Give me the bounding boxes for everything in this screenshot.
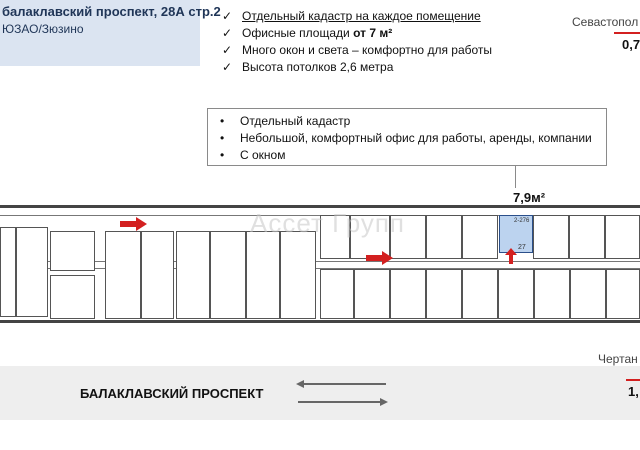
check-icon: ✓	[222, 60, 233, 74]
metro-line-marker	[626, 379, 640, 381]
callout-pointer	[515, 166, 516, 188]
plan-room	[141, 231, 174, 319]
plan-room	[533, 215, 569, 259]
office-callout: • Отдельный кадастр • Небольшой, комфортны…	[207, 108, 607, 166]
feature-item: ✓ Отдельный кадастр на каждое помещение	[222, 8, 512, 25]
bullet-icon: •	[220, 148, 225, 162]
features-checklist: ✓ Отдельный кадастр на каждое помещение …	[222, 8, 512, 76]
plan-room	[246, 231, 280, 319]
plan-room	[320, 269, 354, 319]
plan-wall	[0, 205, 640, 208]
plan-corridor-line	[0, 261, 640, 262]
callout-item-text: С окном	[240, 148, 286, 162]
plan-room	[569, 215, 605, 259]
feature-highlight: от 7 м²	[353, 26, 393, 40]
traffic-arrow-right-icon	[298, 398, 388, 406]
plan-room	[320, 215, 350, 259]
feature-item: ✓ Офисные площади от 7 м²	[222, 25, 512, 42]
plan-corridor-line	[0, 268, 640, 269]
street-band	[0, 366, 640, 420]
metro-line-marker	[614, 32, 640, 34]
bullet-icon: •	[220, 114, 225, 128]
plan-room	[50, 275, 95, 319]
callout-item: • Отдельный кадастр	[220, 113, 606, 130]
plan-room	[605, 215, 640, 259]
plan-room	[390, 215, 426, 259]
callout-item-text: Отдельный кадастр	[240, 114, 351, 128]
street-name: БАЛАКЛАВСКИЙ ПРОСПЕКТ	[80, 386, 264, 401]
plan-wall	[0, 320, 640, 323]
feature-item: ✓ Высота потолков 2,6 метра	[222, 59, 512, 76]
plan-room	[462, 269, 498, 319]
plan-room	[176, 231, 210, 319]
check-icon: ✓	[222, 26, 233, 40]
plan-room	[210, 231, 246, 319]
plan-room	[606, 269, 640, 319]
plan-room	[50, 231, 95, 271]
entrance-arrow-icon	[366, 251, 393, 265]
plan-room	[390, 269, 426, 319]
feature-text: Офисные площади	[242, 26, 350, 40]
traffic-arrow-left-icon	[296, 380, 386, 388]
district-label: ЮЗАО/Зюзино	[2, 22, 84, 36]
check-icon: ✓	[222, 9, 233, 23]
watermark: Ассет Групп	[250, 208, 406, 238]
feature-text: Отдельный кадастр на каждое помещение	[242, 9, 481, 23]
plan-room	[105, 231, 141, 319]
plan-room	[498, 269, 534, 319]
office-area-label: 7,9м²	[513, 190, 546, 205]
office-number: 27	[518, 244, 526, 251]
address-title: балаклавский проспект, 28А стр.2	[2, 4, 221, 19]
metro-station-name: Севастопол	[572, 15, 639, 29]
highlighted-office: 2-276 27	[499, 215, 533, 253]
listing-header: балаклавский проспект, 28А стр.2 ЮЗАО/Зю…	[0, 0, 221, 66]
check-icon: ✓	[222, 43, 233, 57]
plan-room	[534, 269, 570, 319]
plan-room	[426, 269, 462, 319]
plan-room	[350, 215, 390, 259]
metro-distance: 0,7	[622, 37, 640, 52]
callout-item: • С окном	[220, 147, 606, 164]
plan-room	[16, 227, 48, 317]
office-entrance-arrow-icon	[505, 248, 517, 264]
plan-room	[462, 215, 498, 259]
callout-item: • Небольшой, комфортный офис для работы, …	[220, 130, 606, 147]
plan-room	[570, 269, 606, 319]
plan-room	[426, 215, 462, 259]
plan-room	[280, 231, 316, 319]
plan-room	[0, 227, 16, 317]
metro-station-name: Чертан	[598, 352, 638, 366]
office-code: 2-276	[514, 218, 530, 224]
feature-text: Много окон и света – комфортно для работ…	[242, 43, 493, 57]
plan-room	[354, 269, 390, 319]
feature-text: Высота потолков 2,6 метра	[242, 60, 394, 74]
feature-item: ✓ Много окон и света – комфортно для раб…	[222, 42, 512, 59]
callout-item-text: Небольшой, комфортный офис для работы, а…	[240, 131, 592, 145]
metro-distance: 1,	[628, 384, 639, 399]
entrance-arrow-icon	[120, 217, 147, 231]
floor-plan: 2-276 27 Ассет Групп	[0, 205, 640, 325]
bullet-icon: •	[220, 131, 225, 145]
